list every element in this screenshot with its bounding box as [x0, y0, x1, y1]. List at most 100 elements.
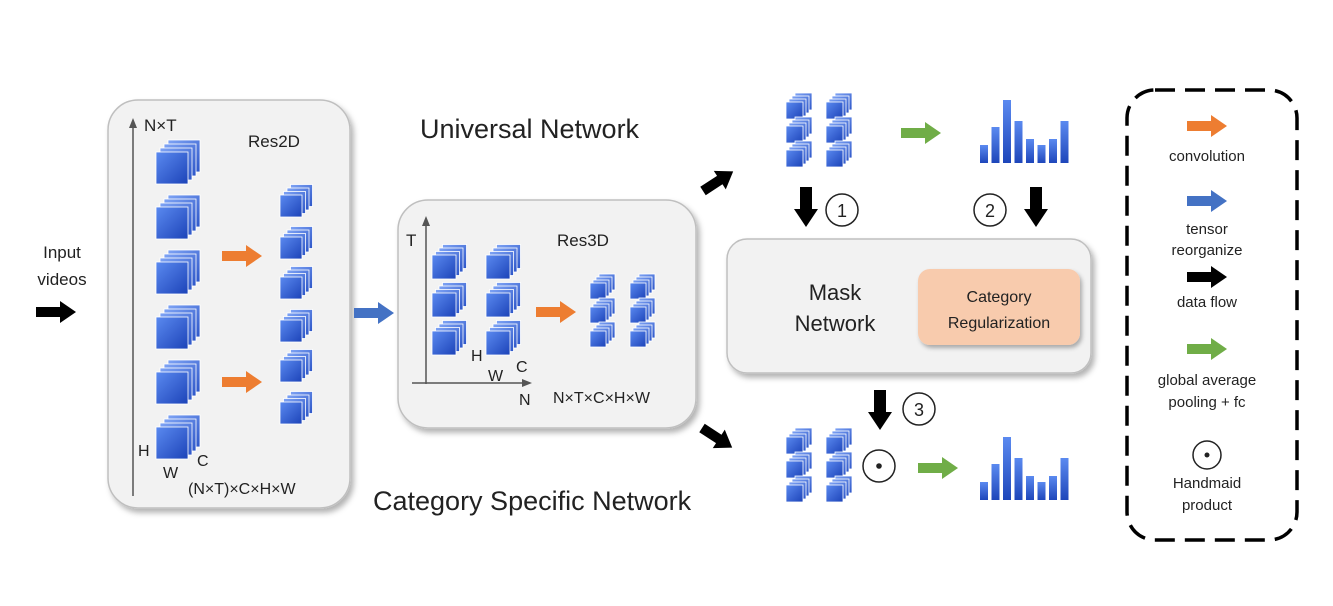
histogram-bar — [980, 145, 988, 163]
legend-gap-arrow — [1187, 338, 1227, 360]
res2d-c-label: C — [197, 453, 209, 470]
res3d-output-stack — [589, 273, 616, 300]
step-3-marker — [902, 392, 936, 426]
res2d-feature-stack — [155, 414, 201, 460]
res3d-n-axis-label: N — [519, 392, 531, 409]
res3d-output-stacks — [589, 273, 656, 348]
step-3-label: 3 — [914, 400, 924, 420]
res3d-feature-stack — [485, 244, 521, 280]
histogram-bar — [1014, 121, 1023, 163]
step-2-arrow — [1024, 187, 1048, 227]
res3d-feature-stack — [431, 320, 467, 356]
res2d-h-label: H — [138, 443, 150, 460]
universal-network-label: Universal Network — [420, 114, 640, 144]
category-regularization-box: Category Regularization — [918, 269, 1080, 345]
histogram-bar — [991, 464, 1000, 500]
res3d-feature-stack — [485, 282, 521, 318]
res2d-panel: N×T Res2D H W C (N×T)×C×H×W — [107, 99, 351, 509]
res2d-feature-stack — [155, 249, 201, 295]
histogram-bar — [1026, 476, 1034, 500]
universal-feature-stack — [785, 92, 813, 120]
histogram-bar — [980, 482, 988, 500]
res3d-title: Res3D — [557, 231, 609, 250]
category-regularization-line1: Category — [967, 289, 1032, 306]
res2d-small-feature-stack — [279, 349, 313, 383]
category-specific-feature-stacks — [785, 427, 853, 503]
category-feature-stack — [825, 427, 853, 455]
res2d-small-feature-stacks — [279, 184, 313, 425]
res3d-shape-label: N×T×C×H×W — [553, 390, 651, 407]
res2d-w-label: W — [163, 465, 179, 482]
mask-network-label-line1: Mask — [809, 280, 863, 305]
category-specific-network-label: Category Specific Network — [373, 486, 692, 516]
category-feature-stack — [785, 427, 813, 455]
universal-feature-stack — [785, 116, 813, 144]
res3d-feature-stack — [431, 282, 467, 318]
legend: convolution tensor reorganize data flow … — [1125, 88, 1299, 542]
res2d-feature-stack — [155, 359, 201, 405]
res3d-convolution-arrow — [536, 301, 576, 323]
res3d-output-stack — [629, 273, 656, 300]
step-2-label: 2 — [985, 201, 995, 221]
step-2-marker — [973, 193, 1007, 227]
handmaid-product-operator — [862, 449, 896, 483]
legend-tensor-label-line1: tensor — [1186, 221, 1228, 238]
res2d-small-feature-stack — [279, 309, 313, 343]
step-1-marker — [825, 193, 859, 227]
histogram-bar — [991, 127, 1000, 163]
category-feature-stack — [825, 475, 853, 503]
res3d-c-label: C — [516, 359, 528, 376]
data-flow-arrow-to-universal — [700, 170, 734, 196]
data-flow-arrow-to-category-specific — [699, 423, 733, 449]
histogram-bar — [1060, 121, 1069, 163]
res3d-w-label: W — [488, 368, 504, 385]
legend-convolution-arrow — [1187, 115, 1227, 137]
legend-data-flow-label: data flow — [1177, 294, 1237, 311]
res3d-feature-stacks — [431, 244, 521, 356]
res3d-h-label: H — [471, 348, 483, 365]
category-feature-stack — [785, 475, 813, 503]
res3d-panel: T N Res3D H W C N×T×C×H×W — [397, 199, 697, 429]
category-feature-stack — [785, 451, 813, 479]
universal-gap-arrow — [901, 122, 941, 144]
histogram-bar — [1037, 145, 1046, 163]
legend-tensor-reorganize-arrow — [1187, 190, 1227, 212]
mask-network-label-line2: Network — [795, 311, 877, 336]
input-section: Input videos — [36, 243, 87, 323]
res2d-shape-label: (N×T)×C×H×W — [188, 481, 296, 498]
step-1-label: 1 — [837, 201, 847, 221]
universal-feature-stacks — [785, 92, 853, 168]
category-specific-histogram — [980, 437, 1069, 500]
input-data-flow-arrow — [36, 301, 76, 323]
universal-feature-stack — [825, 140, 853, 168]
res2d-convolution-arrow-bottom — [222, 371, 262, 393]
step-1-arrow — [794, 187, 818, 227]
histogram-bar — [1014, 458, 1023, 500]
res2d-small-feature-stack — [279, 184, 313, 218]
category-gap-arrow — [918, 457, 958, 479]
res3d-t-axis-label: T — [406, 231, 416, 250]
universal-feature-stack — [825, 92, 853, 120]
res2d-large-feature-stacks — [155, 139, 201, 460]
legend-handmaid-label-line2: product — [1182, 497, 1233, 514]
res2d-feature-stack — [155, 304, 201, 350]
res3d-output-stack — [589, 321, 616, 348]
legend-handmaid-product-icon — [1192, 440, 1222, 470]
input-label-line1: Input — [43, 243, 81, 262]
legend-gap-label-line2: pooling + fc — [1168, 394, 1246, 411]
legend-gap-label-line1: global average — [1158, 372, 1256, 389]
res3d-feature-stack — [431, 244, 467, 280]
legend-handmaid-label-line1: Handmaid — [1173, 475, 1241, 492]
res3d-output-stack — [629, 321, 656, 348]
histogram-bar — [1049, 476, 1057, 500]
res2d-axis-label: N×T — [144, 116, 177, 135]
histogram-bar — [1026, 139, 1034, 163]
res2d-feature-stack — [155, 194, 201, 240]
legend-data-flow-arrow — [1187, 266, 1227, 288]
res3d-output-stack — [589, 297, 616, 324]
category-regularization-line2: Regularization — [948, 315, 1050, 332]
histogram-bar — [1049, 139, 1057, 163]
res2d-small-feature-stack — [279, 266, 313, 300]
step-3-arrow — [868, 390, 892, 430]
mask-network-panel: Mask Network Category Regularization — [726, 238, 1092, 374]
